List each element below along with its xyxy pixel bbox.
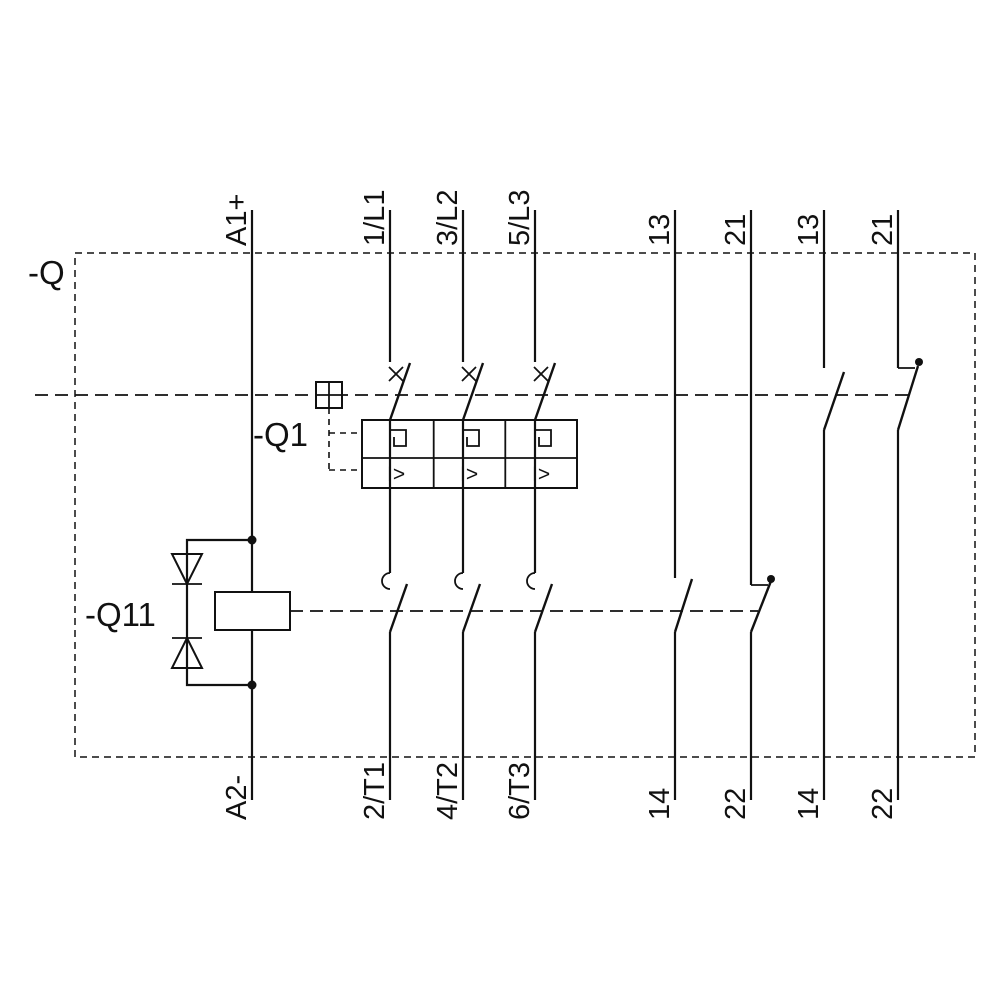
terminal-label-top-21a: 21: [720, 214, 752, 246]
overcurrent-marker-2: I>: [460, 463, 478, 486]
latch-icon-2: [463, 429, 480, 447]
terminal-label-top-21b: 21: [867, 214, 899, 246]
suppressor-branch: [185, 538, 252, 687]
suppressor-diode-lower: [170, 635, 204, 669]
latch-icon-3: [535, 429, 552, 447]
baux21-blade: [896, 365, 920, 431]
manual-operator-icon: [315, 381, 343, 409]
aux21-link-dot: [767, 575, 775, 583]
terminal-label-top-3l2: 3/L2: [432, 190, 464, 246]
overcurrent-marker-3: I>: [532, 463, 550, 486]
pole2-contact-arc: [454, 572, 464, 590]
terminal-label-top-13b: 13: [793, 214, 825, 246]
contactor-label: -Q11: [85, 596, 156, 633]
pole3-contactor-blade: [533, 583, 554, 633]
breaker-label: -Q1: [253, 416, 308, 453]
terminal-label-bottom-6t3: 6/T3: [504, 762, 536, 820]
baux21-link-dot: [915, 358, 923, 366]
terminal-label-bottom-a2: A2-: [221, 775, 253, 820]
terminal-label-bottom-14b: 14: [793, 788, 825, 820]
coil-rail: -Q11: [85, 210, 291, 800]
contactor-coil: [214, 591, 291, 631]
terminal-label-bottom-22a: 22: [720, 788, 752, 820]
pole3-x-mark: [533, 366, 549, 382]
breaker-aux-nc: [896, 210, 923, 800]
overcurrent-marker-1: I>: [387, 463, 405, 486]
terminal-label-bottom-14a: 14: [644, 788, 676, 820]
terminal-label-top-1l1: 1/L1: [359, 190, 391, 246]
baux13-blade: [822, 371, 846, 431]
pole2-x-mark: [461, 366, 477, 382]
suppressor-diode-upper: [170, 553, 204, 587]
aux13-blade: [673, 578, 694, 633]
pole2-contactor-blade: [461, 583, 482, 633]
pole-1: [381, 210, 412, 800]
trip-unit-outline: [361, 419, 578, 489]
contactor-aux-no: [673, 210, 694, 800]
breaker-aux-no: [822, 210, 846, 800]
pole-2: [454, 210, 485, 800]
terminal-label-bottom-2t1: 2/T1: [359, 762, 391, 820]
frame-label: -Q: [28, 254, 65, 291]
pole1-x-mark: [388, 366, 404, 382]
pole-3: [526, 210, 557, 800]
enclosure-dashed-border: [74, 252, 976, 758]
latch-icon-1: [390, 429, 407, 447]
terminal-label-top-5l3: 5/L3: [504, 190, 536, 246]
terminal-label-bottom-22b: 22: [867, 788, 899, 820]
pole3-breaker-blade: [533, 362, 557, 421]
terminal-label-top-13a: 13: [644, 214, 676, 246]
trip-unit-block: I> I> I>: [361, 419, 578, 489]
pole3-contact-arc: [526, 572, 536, 590]
aux21-blade: [749, 580, 773, 633]
pole1-contact-arc: [381, 572, 391, 590]
pole1-contactor-blade: [388, 583, 409, 633]
terminal-label-bottom-4t2: 4/T2: [432, 762, 464, 820]
contactor-aux-nc: [749, 210, 775, 800]
pole1-breaker-blade: [388, 362, 412, 421]
terminal-label-top-a1: A1+: [221, 194, 253, 246]
pole2-breaker-blade: [461, 362, 485, 421]
